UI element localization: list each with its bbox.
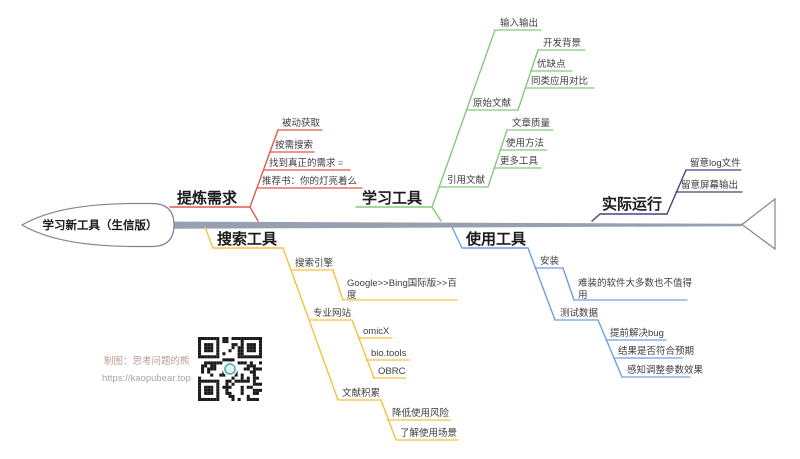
branch-search: 搜索工具 搜索引擎 Google>>Bing国际版>>百 度 专业网站 omic… <box>204 226 459 441</box>
central-topic[interactable]: 学习新工具（生信版） <box>43 218 158 232</box>
topic-citing-paper[interactable]: 引用文献 <box>447 174 486 186</box>
branch-test-data-diagonal <box>597 319 623 378</box>
branch-use: 使用工具 安装 难装的软件大多数也不值得 用 测试数据 提前解决bug 结果是否… <box>451 226 704 378</box>
topic-pro-sites[interactable]: 专业网站 <box>313 307 352 319</box>
branch-citing-paper-diagonal <box>487 129 508 188</box>
branch-refine: 提炼需求 被动获取 按需搜索 找到真正的需求 ≡ 推荐书：你的灯亮着么 <box>169 117 363 222</box>
qr-logo-ring-icon <box>224 363 236 375</box>
topic-usage-method[interactable]: 使用方法 <box>506 137 544 149</box>
topic-on-demand[interactable]: 按需搜索 <box>275 139 313 151</box>
branch-run-connector <box>591 213 668 222</box>
topic-lower-risk[interactable]: 降低使用风险 <box>392 407 450 419</box>
topic-omicx[interactable]: omicX <box>363 326 390 337</box>
credit-text: 制图：思考问题的熊 <box>104 355 190 367</box>
topic-refine[interactable]: 提炼需求 <box>177 189 238 207</box>
branch-original-paper-diagonal <box>517 49 539 111</box>
spine-line <box>174 221 742 229</box>
topic-params[interactable]: 感知调整参数效果 <box>627 364 704 376</box>
topic-engine-rank-line1[interactable]: Google>>Bing国际版>>百 <box>347 277 457 289</box>
topic-literature[interactable]: 文献积累 <box>342 387 380 399</box>
branch-pro-sites-diagonal <box>351 319 375 379</box>
topic-more-tools[interactable]: 更多工具 <box>500 155 539 167</box>
branch-use-connector <box>451 226 529 249</box>
topic-obrc[interactable]: OBRC <box>378 366 406 377</box>
branch-learn: 学习工具 输入输出 原始文献 开发背景 优缺点 同类应用对比 引用文献 文章质量… <box>355 17 595 222</box>
topic-book[interactable]: 推荐书：你的灯亮着么 <box>262 175 357 187</box>
topic-dev-background[interactable]: 开发背景 <box>543 37 581 49</box>
fish-tail <box>741 197 776 251</box>
topic-io[interactable]: 输入输出 <box>500 17 538 29</box>
topic-article-quality[interactable]: 文章质量 <box>512 117 551 129</box>
topic-expected[interactable]: 结果是否符合预期 <box>618 345 694 357</box>
branch-run: 实际运行 留意log文件 留意屏幕输出 <box>591 157 743 222</box>
branch-use-diagonal <box>527 247 556 321</box>
notes-icon: ≡ <box>338 158 343 168</box>
branch-refine-diagonal <box>249 129 279 208</box>
topic-install[interactable]: 安装 <box>540 255 560 267</box>
topic-fix-bug[interactable]: 提前解决bug <box>610 327 664 339</box>
topic-biotools[interactable]: bio.tools <box>371 348 407 359</box>
branch-search-diagonal <box>282 247 339 401</box>
topic-similar-apps[interactable]: 同类应用对比 <box>531 75 588 87</box>
topic-search[interactable]: 搜索工具 <box>217 230 277 248</box>
topic-know-scene[interactable]: 了解使用场景 <box>400 427 457 439</box>
branch-install-diagonal <box>562 267 575 301</box>
topic-learn[interactable]: 学习工具 <box>362 189 422 207</box>
topic-log-file[interactable]: 留意log文件 <box>690 157 741 169</box>
topic-test-data[interactable]: 测试数据 <box>560 307 599 319</box>
topic-passive[interactable]: 被动获取 <box>282 117 321 129</box>
attribution: 制图：思考问题的熊 https://kaopubear.top <box>102 355 191 384</box>
site-url: https://kaopubear.top <box>102 373 191 384</box>
branch-learn-connector <box>355 206 442 222</box>
branch-engine-diagonal <box>332 269 344 301</box>
branch-search-connector <box>204 226 284 249</box>
topic-engine[interactable]: 搜索引擎 <box>295 257 334 269</box>
topic-run[interactable]: 实际运行 <box>602 195 662 213</box>
topic-real-need[interactable]: 找到真正的需求 <box>269 157 336 169</box>
branch-refine-connector <box>169 206 259 222</box>
fish-head <box>20 202 175 248</box>
topic-hard-install-line1[interactable]: 难装的软件大多数也不值得 <box>578 277 693 289</box>
topic-screen-output[interactable]: 留意屏幕输出 <box>681 179 738 191</box>
topic-engine-rank-line2[interactable]: 度 <box>347 289 357 301</box>
branch-learn-diagonal <box>431 29 496 208</box>
topic-hard-install-line2[interactable]: 用 <box>578 290 588 301</box>
topic-original-paper[interactable]: 原始文献 <box>473 97 512 109</box>
topic-use[interactable]: 使用工具 <box>465 230 526 248</box>
topic-pros-cons[interactable]: 优缺点 <box>537 58 566 70</box>
